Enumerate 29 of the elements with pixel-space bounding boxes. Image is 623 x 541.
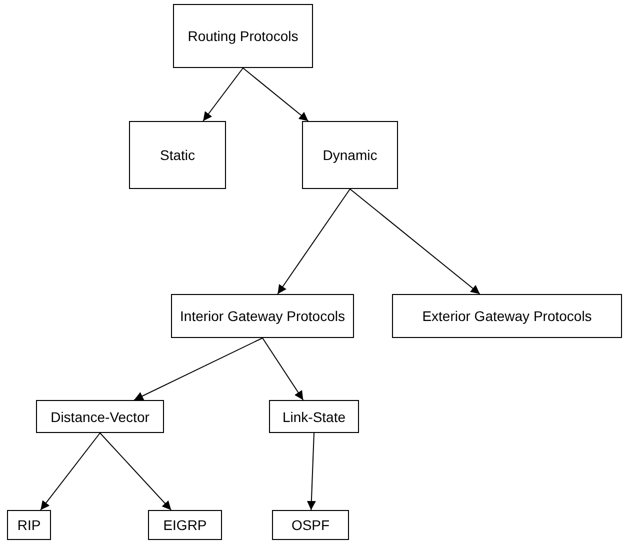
arrow [306, 432, 316, 510]
node-label: RIP [17, 517, 41, 533]
process-box [7, 510, 51, 540]
node-label: OSPF [291, 517, 330, 533]
arrow [350, 188, 480, 294]
node-label: Exterior Gateway Protocols [422, 308, 592, 324]
node-label: EIGRP [163, 517, 207, 533]
process-box [302, 121, 398, 189]
process-box [269, 400, 359, 433]
arrow [242, 68, 309, 122]
arrow [134, 338, 263, 400]
node-label: Distance-Vector [50, 408, 150, 424]
process-box [272, 510, 349, 540]
node-label: Static [160, 147, 195, 163]
process-box [129, 121, 226, 189]
arrow [277, 188, 350, 294]
node-label: Routing Protocols [188, 28, 298, 44]
arrow [262, 338, 304, 400]
arrow [40, 432, 100, 510]
arrow [202, 68, 244, 122]
process-box [392, 294, 622, 338]
process-box [148, 510, 222, 540]
process-box [173, 4, 313, 68]
node-label: Dynamic [322, 147, 378, 163]
process-box [171, 294, 354, 338]
arrow [100, 432, 172, 510]
process-box [36, 400, 164, 433]
node-label: Interior Gateway Protocols [180, 308, 345, 324]
node-label: Link-State [282, 408, 346, 424]
